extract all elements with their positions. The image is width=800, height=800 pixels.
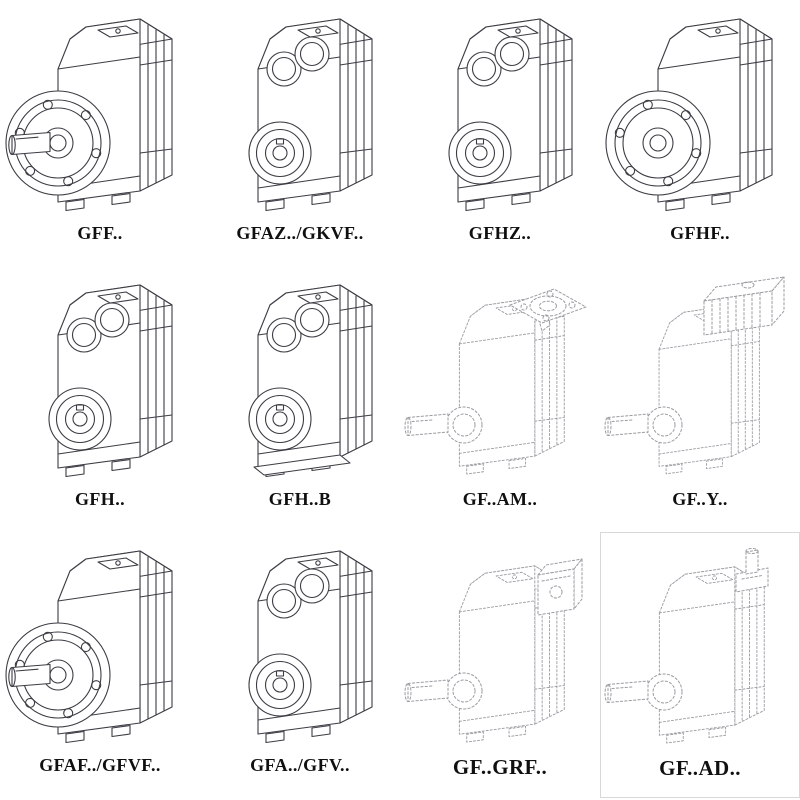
- figure-cell-gfaz-gkvf: GFAZ../GKVF..: [200, 0, 400, 266]
- gearbox-drawing-motor-adapter-flange: [400, 270, 600, 484]
- figure-label: GFH..: [75, 489, 125, 509]
- figure-label: GFHZ..: [468, 223, 532, 243]
- figure-cell-gf-y: GF..Y..: [600, 266, 800, 532]
- figure-label: GFH..B: [268, 489, 332, 509]
- figure-label: GFAF../GFVF..: [39, 755, 161, 775]
- figure-label: GFA../GFV..: [250, 755, 350, 775]
- figure-cell-gfaf-gfvf: GFAF../GFVF..: [0, 532, 200, 798]
- gearbox-drawing-input-shaft-adapter: [600, 537, 800, 751]
- gearbox-drawing-flange-shaft: [0, 4, 200, 218]
- figure-cell-gfhz: GFHZ..: [400, 0, 600, 266]
- figure-label: GFF..: [77, 223, 123, 243]
- figure-label: GFAZ../GKVF..: [236, 223, 364, 243]
- figure-cell-gfhf: GFHF..: [600, 0, 800, 266]
- gearbox-drawing-bores-hub: [0, 270, 200, 484]
- gearbox-drawing-with-motor: [600, 270, 800, 484]
- figure-cell-gff: GFF..: [0, 0, 200, 266]
- figure-cell-gf-ad: GF..AD..: [600, 532, 800, 798]
- gearbox-drawing-flange: [600, 4, 800, 218]
- gearbox-drawing-bores-hub: [400, 4, 600, 218]
- figure-label: GF..AD..: [659, 756, 741, 780]
- gearbox-drawing-bores-hub-foot: [200, 270, 400, 484]
- figure-label: GF..AM..: [462, 489, 538, 509]
- figure-cell-gfa-gfv: GFA../GFV..: [200, 532, 400, 798]
- figure-cell-gf-grf: GF..GRF..: [400, 532, 600, 798]
- figure-label: GFHF..: [670, 223, 730, 243]
- figure-label: GF..Y..: [672, 489, 728, 509]
- figure-label: GF..GRF..: [452, 755, 548, 779]
- gearbox-drawing-bores-hub: [200, 536, 400, 750]
- figure-cell-gf-am: GF..AM..: [400, 266, 600, 532]
- gearbox-drawing-input-block: [400, 536, 600, 750]
- gearbox-drawing-flange-shaft: [0, 536, 200, 750]
- figure-cell-gfh: GFH..: [0, 266, 200, 532]
- gearbox-drawing-bores-hub: [200, 4, 400, 218]
- figure-cell-gfh-b: GFH..B: [200, 266, 400, 532]
